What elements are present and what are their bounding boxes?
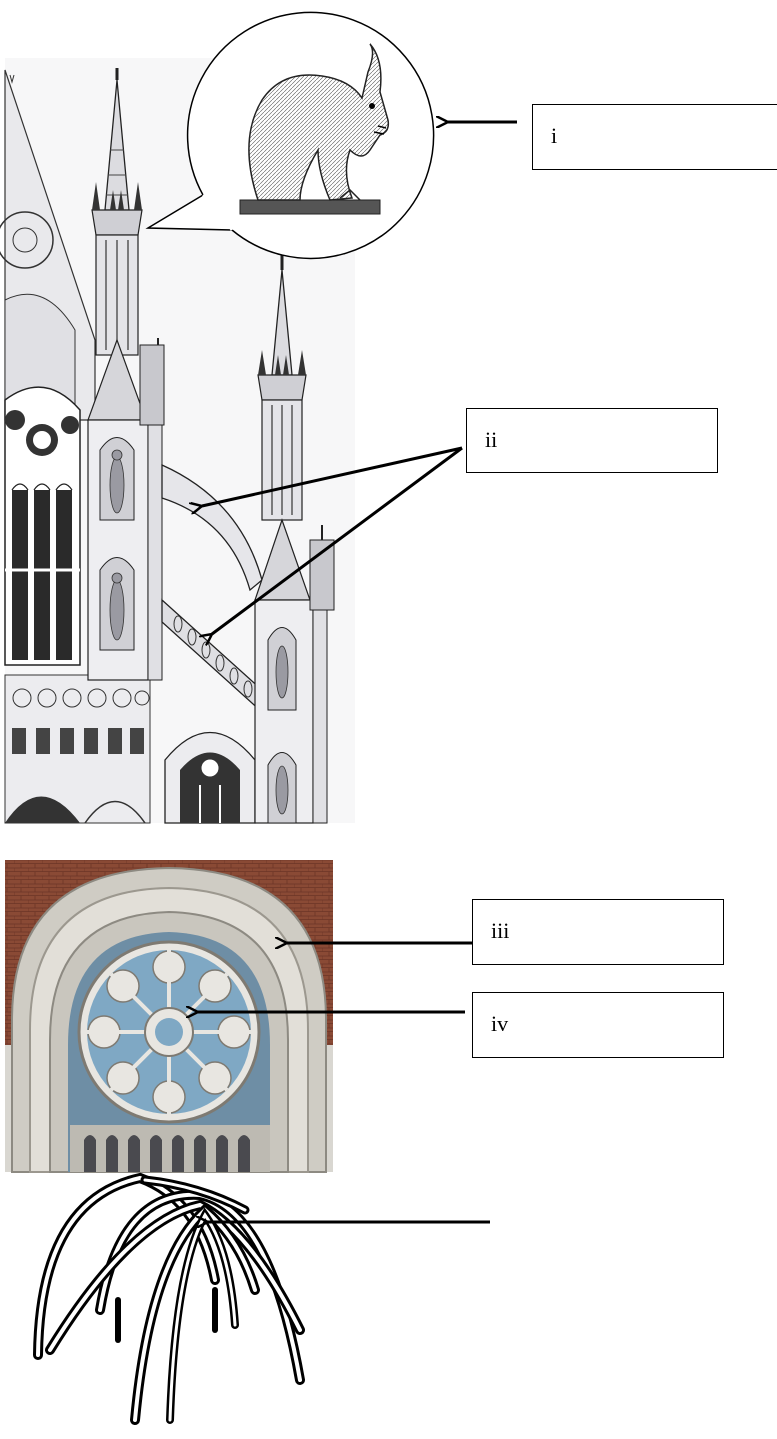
- label-text-iii: iii: [491, 918, 510, 943]
- statue-upper: [109, 456, 125, 514]
- rose-window-photo: [5, 860, 333, 1173]
- arrow-ii-lower: [212, 446, 463, 634]
- pointer-arrows: [198, 122, 517, 1222]
- label-box-iii[interactable]: iii: [472, 899, 724, 965]
- tracery-window-left: [4, 386, 81, 666]
- label-text-i: i: [551, 123, 558, 148]
- rib-vault-illustration: [33, 1172, 305, 1425]
- gable-rosette: [0, 211, 54, 269]
- central-buttress: [87, 338, 165, 681]
- gargoyle-icon: [239, 43, 390, 215]
- pinnacle-right: [254, 255, 335, 824]
- statue-lower: [109, 579, 125, 641]
- lancet-window: [164, 731, 256, 824]
- label-text-ii: ii: [485, 427, 498, 452]
- label-box-iv[interactable]: iv: [472, 992, 724, 1058]
- tall-pinnacle-left: [91, 68, 143, 356]
- gargoyle-callout: [145, 11, 435, 260]
- label-box-ii[interactable]: ii: [466, 408, 718, 473]
- label-text-iv: iv: [491, 1011, 509, 1036]
- label-box-i[interactable]: i: [532, 104, 777, 170]
- arrow-ii-upper: [202, 446, 463, 506]
- lower-arcade: [4, 674, 151, 824]
